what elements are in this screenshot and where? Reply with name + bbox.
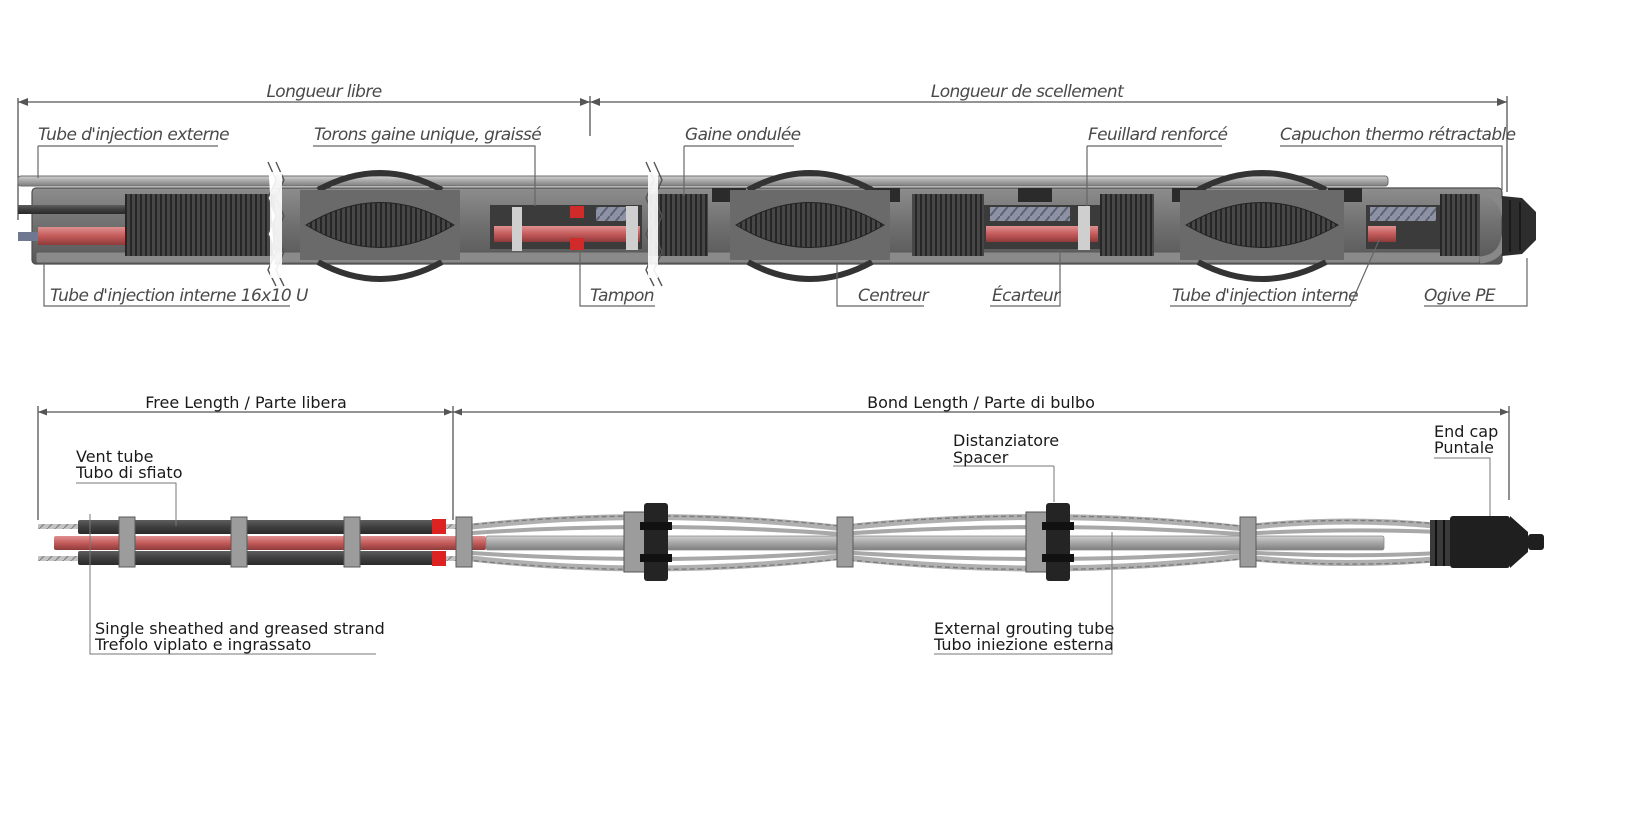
free-length-label-fr: Longueur libre (266, 82, 381, 102)
break-mark-left (267, 161, 285, 287)
free-length-label-en: Free Length / Parte libera (145, 393, 347, 412)
label-strand-en: Single sheathed and greased strand (95, 619, 385, 638)
bottom-leader-lines (76, 457, 1491, 655)
spacer-2 (1025, 503, 1074, 581)
label-spacer-it: Distanziatore (953, 431, 1059, 450)
label-internal-injection-tube: Tube d'injection interne (1172, 286, 1358, 306)
label-end-cap-it: Puntale (1434, 438, 1494, 457)
corrugated-section-5 (1440, 194, 1480, 256)
top-anchor-diagram: Longueur libre Longueur de scellement (17, 82, 1536, 307)
reinforced-strap (1078, 206, 1090, 250)
top-anchor-body (17, 161, 1536, 287)
label-internal-injection-tube-16x10: Tube d'injection interne 16x10 U (50, 286, 309, 306)
band-3 (1018, 188, 1052, 202)
bond-red-1 (986, 226, 1098, 242)
strap-free-2 (626, 206, 638, 250)
label-plug: Tampon (590, 286, 654, 306)
label-centralizer: Centreur (858, 286, 930, 306)
bond-length-label-fr: Longueur de scellement (931, 82, 1125, 102)
bond-length-label-en: Bond Length / Parte di bulbo (867, 393, 1095, 412)
clamp-5 (836, 516, 854, 568)
label-spacer-en: Spacer (953, 448, 1009, 467)
clamp-2 (230, 516, 248, 568)
vent-tube-red (54, 536, 486, 550)
bond-red-2 (1368, 226, 1396, 242)
strand-end-upper (18, 205, 128, 214)
label-external-injection-tube: Tube d'injection externe (38, 125, 229, 145)
corrugated-section-4 (1100, 194, 1154, 256)
label-single-sheath-strands: Torons gaine unique, graissé (314, 125, 541, 145)
label-vent-tube-en: Vent tube (76, 447, 153, 466)
label-strand-it: Trefolo viplato e ingrassato (94, 635, 311, 654)
centralizer-1 (300, 170, 460, 282)
corrugated-section-1 (125, 194, 275, 256)
clamp-3 (343, 516, 361, 568)
red-cap-upper (432, 519, 446, 534)
bond-wire-2 (1370, 207, 1436, 221)
plug-top (570, 206, 584, 218)
strand-wire-free (596, 207, 630, 221)
centralizer-3 (1180, 170, 1344, 282)
label-heat-shrink-cap: Capuchon thermo rétractable (1280, 125, 1516, 145)
clamp-1 (118, 516, 136, 568)
red-cap-lower (432, 551, 446, 566)
label-ext-grout-it: Tubo iniezione esterna (933, 635, 1114, 654)
clamp-4 (455, 516, 473, 568)
top-dimension-lines (17, 96, 1508, 220)
label-corrugated-sheath: Gaine ondulée (685, 125, 801, 145)
strap-free (512, 207, 522, 251)
external-grouting-tube (485, 535, 1385, 551)
strand-red-left (38, 227, 128, 245)
label-end-cap-en: End cap (1434, 422, 1498, 441)
break-mark-right (645, 161, 663, 287)
spacer-1 (623, 503, 672, 581)
plug-bottom (570, 238, 584, 250)
label-ext-grout-en: External grouting tube (934, 619, 1114, 638)
external-injection-tube (17, 175, 1389, 187)
clamp-6 (1239, 516, 1257, 568)
bottom-anchor-diagram: Free Length / Parte libera Bond Length /… (37, 393, 1544, 655)
corrugated-section-3 (912, 194, 984, 256)
label-spacer-fr: Écarteur (992, 284, 1061, 306)
label-vent-tube-it: Tubo di sfiato (75, 463, 182, 482)
top-leader-lines (37, 145, 1528, 307)
bond-wire-1 (990, 207, 1070, 221)
bottom-dimension-lines (37, 406, 1510, 520)
label-pe-nose: Ogive PE (1424, 286, 1496, 306)
label-reinforced-strap: Feuillard renforcé (1088, 125, 1228, 145)
strand-red-free (494, 226, 640, 242)
strand-wire-end (18, 232, 38, 241)
end-cap (1430, 516, 1544, 568)
centralizer-2 (730, 170, 890, 282)
